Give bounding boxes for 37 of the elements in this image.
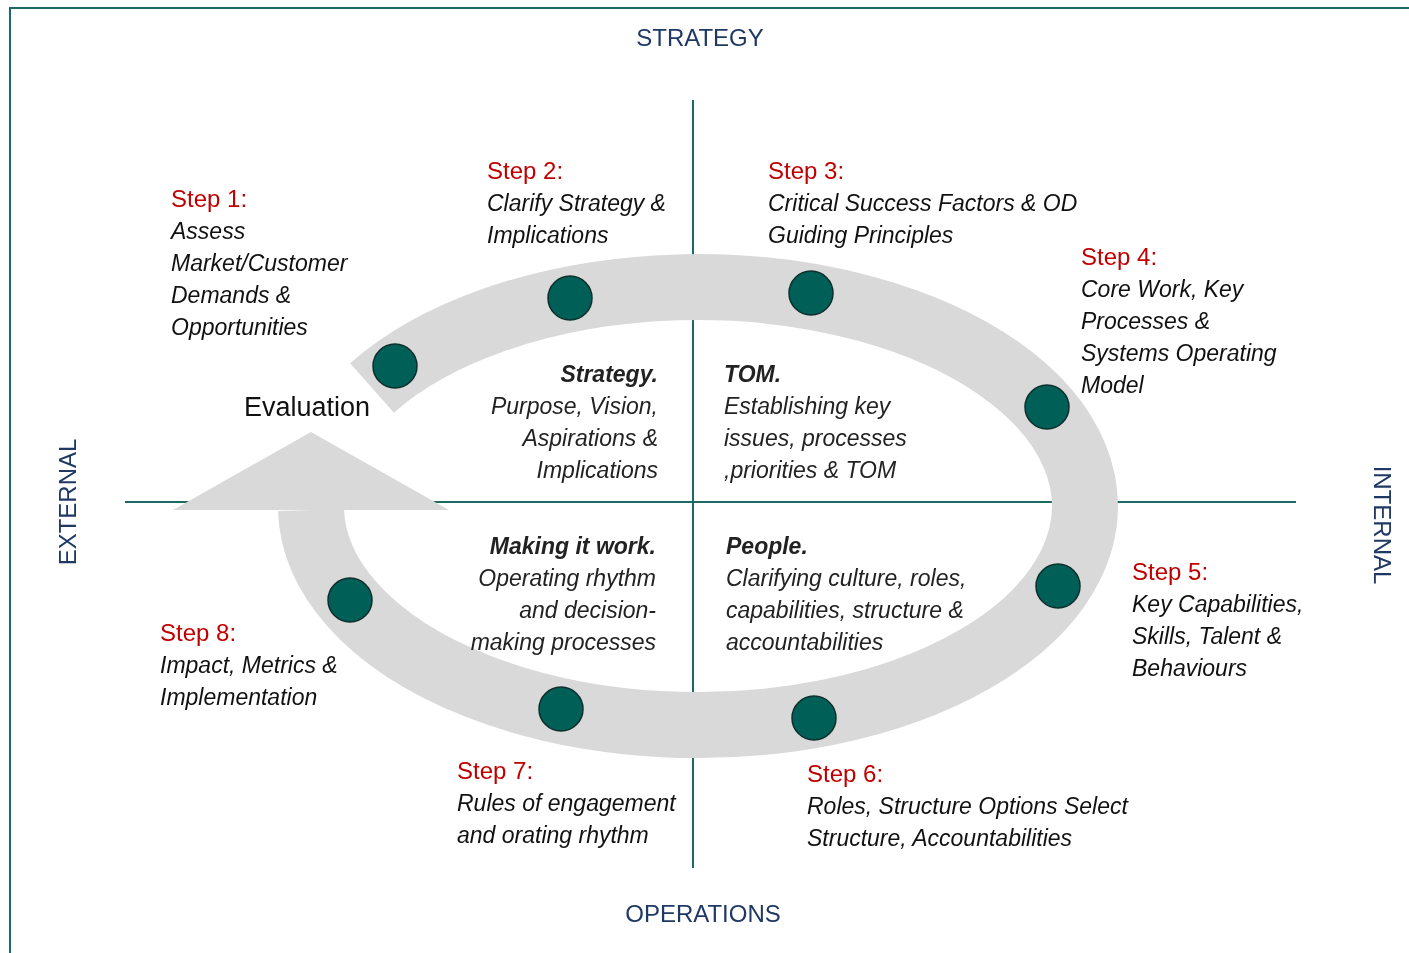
step-label: Step 7:	[457, 756, 534, 786]
step-label: Step 8:	[160, 618, 237, 648]
step-description: Clarify Strategy & Implications	[487, 189, 667, 250]
step-description: Assess Market/Customer Demands & Opportunities	[171, 217, 349, 342]
step-dot	[1024, 384, 1070, 430]
axis-label: EXTERNAL	[54, 438, 82, 566]
quadrant-text: Purpose, Vision, Aspirations & Implications	[489, 392, 658, 485]
step-description: Roles, Structure Options Select Structure, Accountabilities	[807, 792, 1130, 853]
axis-label: STRATEGY	[636, 24, 764, 52]
step-description: Key Capabilities, Skills, Talent & Behaviours	[1132, 590, 1305, 683]
step-description: Impact, Metrics & Implementation	[160, 651, 339, 712]
quadrant-heading: People.	[726, 532, 808, 561]
step-description: Core Work, Key Processes & Systems Operating Model	[1081, 275, 1278, 400]
step-description: Rules of engagement and orating rhythm	[457, 789, 678, 850]
step-label: Step 3:	[768, 156, 845, 186]
step-label: Step 6:	[807, 759, 884, 789]
axis-label: INTERNAL	[1368, 465, 1396, 585]
step-dot	[547, 275, 593, 321]
step-dot	[538, 686, 584, 732]
quadrant-text: Establishing key issues, processes ,priorities & TOM	[724, 392, 908, 485]
step-dot	[372, 343, 418, 389]
step-label: Step 2:	[487, 156, 564, 186]
step-label: Step 5:	[1132, 557, 1209, 587]
step-description: Critical Success Factors & OD Guiding Principles	[768, 189, 1079, 250]
axis-label: OPERATIONS	[625, 900, 781, 928]
quadrant-heading: Making it work.	[489, 532, 656, 561]
step-dot	[327, 577, 373, 623]
step-dot	[791, 695, 837, 741]
quadrant-text: Clarifying culture, roles, capabilities, structure & accountabilities	[726, 564, 968, 657]
step-label: Step 4:	[1081, 242, 1158, 272]
quadrant-heading: Strategy.	[560, 360, 658, 389]
cycle-label: Evaluation	[244, 392, 371, 423]
step-dot	[788, 270, 834, 316]
quadrant-heading: TOM.	[724, 360, 782, 389]
step-dot	[1035, 563, 1081, 609]
quadrant-text: Operating rhythm and decision-making processes	[469, 564, 656, 657]
step-label: Step 1:	[171, 184, 248, 214]
